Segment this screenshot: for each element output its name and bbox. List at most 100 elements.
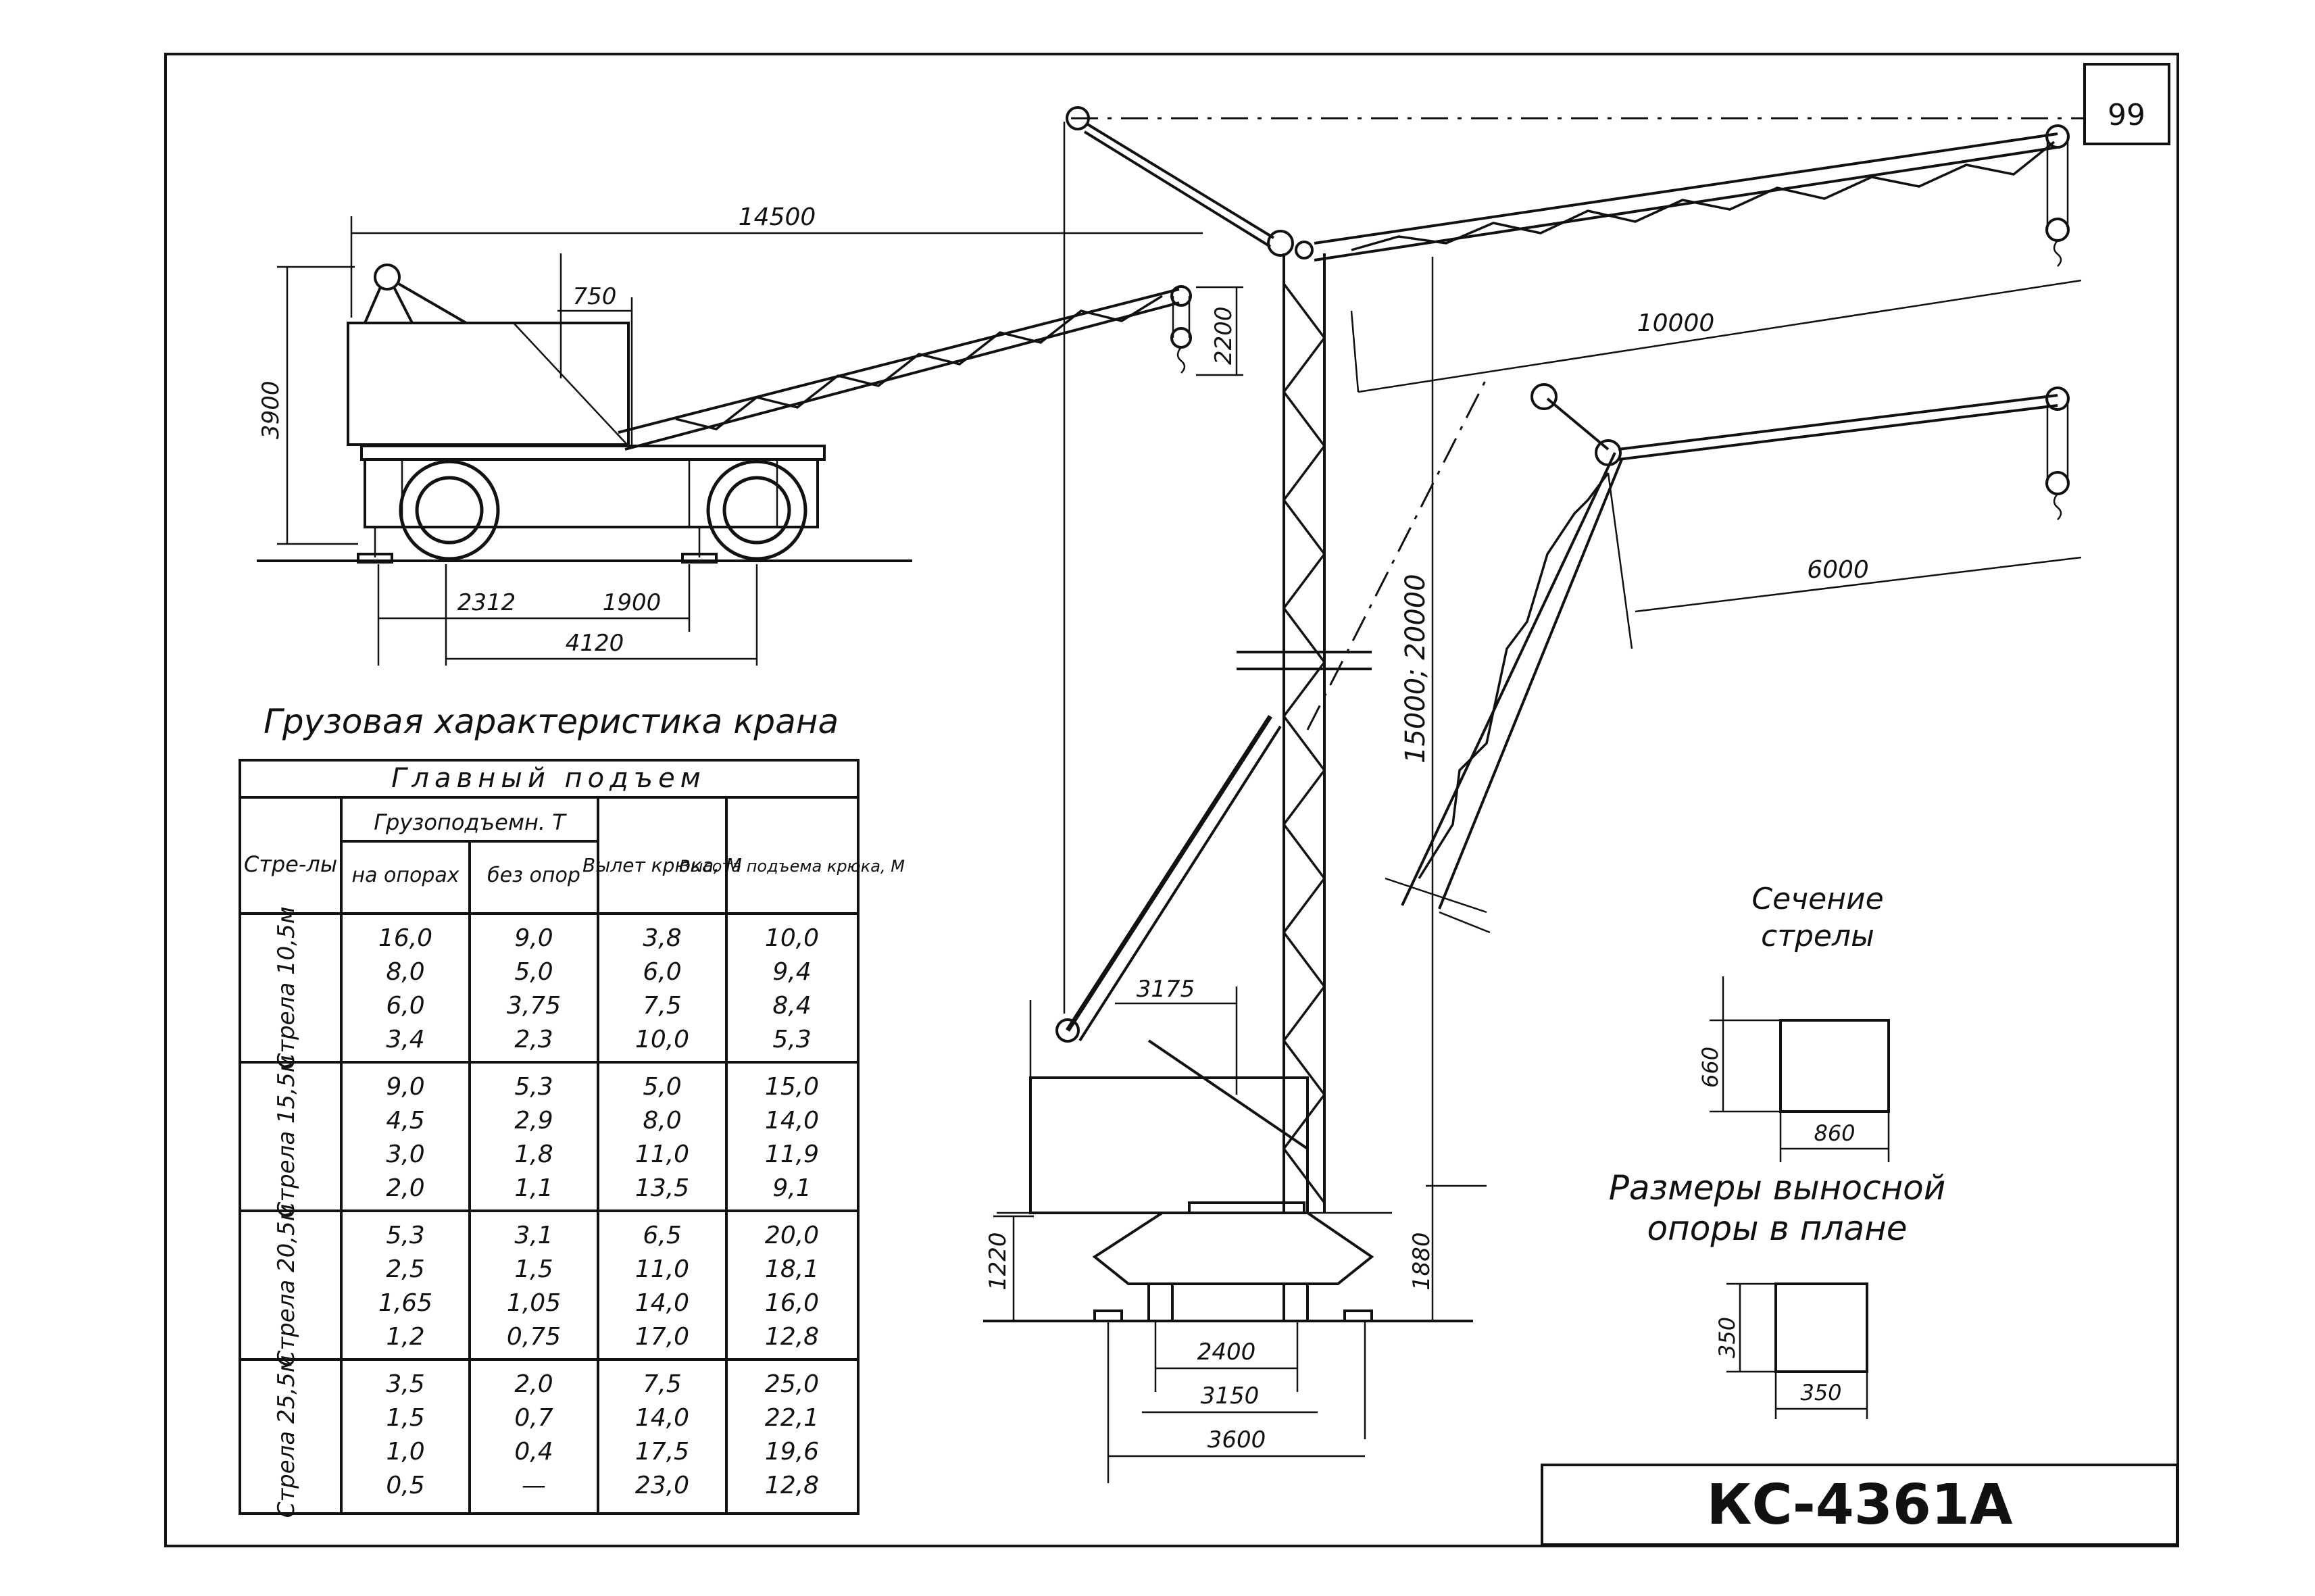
cell-without-outriggers: — [522, 1472, 546, 1499]
boom-length-label: Стрела 15,5м [273, 1055, 300, 1218]
cell-with-outriggers: 3,5 [386, 1370, 424, 1398]
cell-with-outriggers: 1,5 [386, 1404, 424, 1432]
cell-with-outriggers: 2,5 [386, 1255, 424, 1283]
model-title: КС-4361А [1707, 1473, 2013, 1537]
cell-with-outriggers: 4,5 [386, 1107, 424, 1134]
cell-without-outriggers: 0,4 [514, 1438, 553, 1466]
cell-reach: 6,0 [643, 958, 681, 986]
col-boom-header: Стре-лы [244, 851, 337, 877]
outrigger-pad-height: 350 [1714, 1317, 1740, 1358]
cell-without-outriggers: 2,0 [514, 1370, 553, 1398]
crane-elevation-view: 10000 6000 15000; 20000 3175 1220 1880 2… [983, 106, 2085, 1483]
drawing-frame: 99 [164, 53, 2179, 1547]
cell-with-outriggers: 5,3 [386, 1222, 424, 1249]
boom-section-height: 660 [1697, 1047, 1723, 1088]
cell-without-outriggers: 0,75 [507, 1323, 561, 1351]
cell-reach: 17,5 [635, 1438, 689, 1466]
boom-section-title-2: стрелы [1761, 919, 1874, 953]
dim-axle-front: 2312 [457, 589, 516, 616]
cell-reach: 7,5 [643, 992, 681, 1020]
cell-with-outriggers: 0,5 [386, 1472, 424, 1499]
cell-without-outriggers: 1,1 [514, 1174, 553, 1202]
page-number: 99 [2108, 98, 2145, 132]
cell-without-outriggers: 9,0 [514, 924, 553, 952]
cell-without-outriggers: 1,8 [514, 1141, 553, 1168]
cell-with-outriggers: 8,0 [386, 958, 424, 986]
main-hoist-header: Главный подъем [391, 763, 706, 794]
cell-reach: 10,0 [635, 1026, 689, 1053]
outrigger-pad-width: 350 [1800, 1380, 1841, 1405]
cell-reach: 17,0 [635, 1323, 689, 1351]
cell-without-outriggers: 2,3 [514, 1026, 553, 1053]
cell-with-outriggers: 2,0 [386, 1174, 424, 1202]
outrigger-pad-title-1: Размеры выносной [1609, 1168, 1945, 1207]
cell-with-outriggers: 6,0 [386, 992, 424, 1020]
cell-reach: 23,0 [635, 1472, 689, 1499]
cell-lift-height: 10,0 [765, 924, 819, 952]
cell-without-outriggers: 3,1 [514, 1222, 553, 1249]
dim-radius-small: 6000 [1807, 556, 1869, 584]
cell-lift-height: 15,0 [765, 1073, 819, 1101]
cell-lift-height: 20,0 [765, 1222, 819, 1249]
cell-without-outriggers: 1,05 [507, 1289, 561, 1317]
boom-section-title-1: Сечение [1751, 882, 1883, 916]
dim-track: 4120 [566, 630, 624, 657]
cell-reach: 11,0 [635, 1141, 689, 1168]
cell-lift-height: 5,3 [772, 1026, 811, 1053]
cell-reach: 3,8 [643, 924, 681, 952]
dim-radius-large: 10000 [1637, 309, 1715, 337]
cell-lift-height: 16,0 [765, 1289, 819, 1317]
dim-outrigger-mid: 3150 [1201, 1382, 1260, 1410]
cell-without-outriggers: 5,3 [514, 1073, 553, 1101]
col-capacity-header: Грузоподъемн. Т [374, 809, 567, 835]
cell-with-outriggers: 16,0 [378, 924, 432, 952]
cell-with-outriggers: 1,0 [386, 1438, 424, 1466]
col-without-outriggers-header: без опор [487, 864, 580, 887]
cell-with-outriggers: 3,0 [386, 1141, 424, 1168]
title-block: КС-4361А [1541, 1464, 2179, 1546]
cell-lift-height: 11,9 [765, 1141, 819, 1168]
cell-without-outriggers: 2,9 [514, 1107, 553, 1134]
cell-without-outriggers: 5,0 [514, 958, 553, 986]
cell-lift-height: 9,4 [772, 958, 811, 986]
dim-boom-lengths: 15000; 20000 [1400, 574, 1431, 764]
cell-with-outriggers: 9,0 [386, 1073, 424, 1101]
cell-reach: 6,5 [643, 1222, 681, 1249]
dim-axle-base: 1900 [603, 589, 662, 616]
load-chart: Грузовая характеристика крана Главный по… [239, 702, 905, 1518]
cell-reach: 8,0 [643, 1107, 681, 1134]
dim-hook-height: 2200 [1210, 306, 1237, 365]
cell-lift-height: 25,0 [765, 1370, 819, 1398]
dim-pivot-height: 1880 [1408, 1232, 1435, 1291]
cell-lift-height: 19,6 [765, 1438, 819, 1466]
dim-outrigger-inner: 2400 [1197, 1339, 1256, 1366]
cell-reach: 14,0 [635, 1404, 689, 1432]
boom-length-label: Стрела 25,5м [273, 1355, 300, 1518]
cell-reach: 13,5 [635, 1174, 689, 1202]
cell-lift-height: 9,1 [772, 1174, 811, 1202]
cell-lift-height: 14,0 [765, 1107, 819, 1134]
boom-length-label: Стрела 10,5м [273, 907, 300, 1070]
dim-tail-radius: 3175 [1137, 976, 1195, 1003]
cell-with-outriggers: 1,65 [378, 1289, 432, 1317]
cell-without-outriggers: 3,75 [507, 992, 561, 1020]
cell-lift-height: 22,1 [765, 1404, 819, 1432]
cell-lift-height: 18,1 [765, 1255, 819, 1283]
crane-side-view: 14500 750 3900 2200 2312 1900 4120 [257, 203, 1243, 666]
col-lift-height-header: Высота подъема крюка, М [679, 857, 905, 876]
cell-without-outriggers: 1,5 [514, 1255, 553, 1283]
dim-overall-length: 14500 [739, 203, 816, 231]
boom-section: Сечение стрелы 660 860 [1697, 882, 1890, 1162]
load-chart-caption: Грузовая характеристика крана [264, 702, 839, 741]
boom-length-label: Стрела 20,5м [273, 1204, 300, 1367]
cell-reach: 11,0 [635, 1255, 689, 1283]
col-reach-header: Вылет крюка, М [582, 854, 742, 876]
dim-outrigger-outer: 3600 [1208, 1426, 1266, 1453]
cell-reach: 14,0 [635, 1289, 689, 1317]
cell-lift-height: 12,8 [765, 1472, 819, 1499]
cell-lift-height: 8,4 [772, 992, 811, 1020]
boom-section-width: 860 [1814, 1120, 1855, 1146]
dim-boom-offset: 750 [573, 283, 617, 310]
